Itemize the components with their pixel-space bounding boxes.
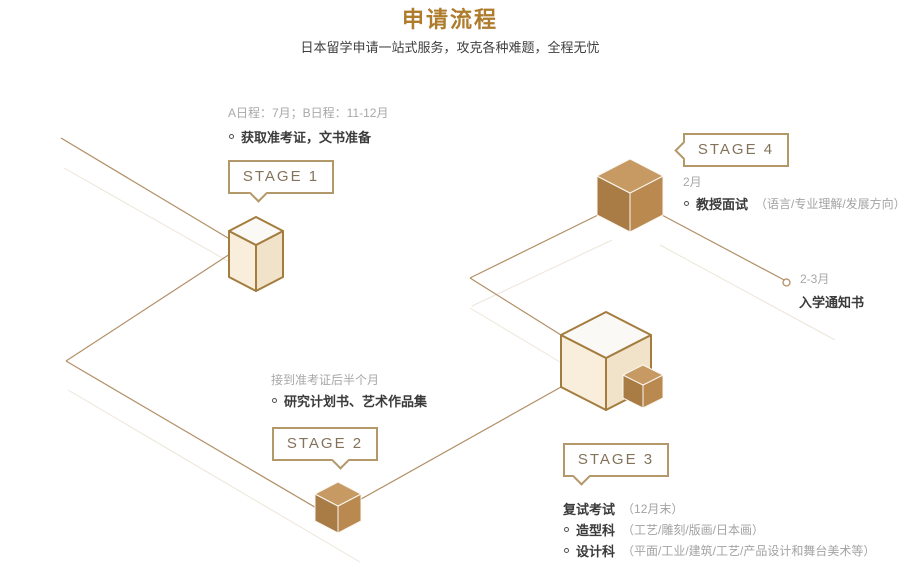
stage3-heading-note: （12月末） <box>622 502 684 516</box>
stage4-schedule: 2月 <box>683 175 702 189</box>
stage1-task: 获取准考证，文书准备 <box>229 127 371 146</box>
bullet-icon <box>564 548 569 553</box>
result-label: 入学通知书 <box>799 295 865 310</box>
stage4-badge: STAGE 4 <box>674 133 789 167</box>
stage3-item-2: 设计科 （平面/工业/建筑/工艺/产品设计和舞台美术等） <box>564 541 875 560</box>
flow-path-lines <box>60 137 787 517</box>
stage2-badge: STAGE 2 <box>272 427 378 470</box>
stage1-cube-icon <box>228 216 284 292</box>
stage2-task-label: 研究计划书、艺术作品集 <box>284 394 428 409</box>
bullet-icon <box>229 134 234 139</box>
stage3-badge-label: STAGE 3 <box>577 451 655 468</box>
bullet-icon <box>272 398 277 403</box>
stage3-badge: STAGE 3 <box>563 443 669 486</box>
stage4-task: 教授面试 （语言/专业理解/发展方向） <box>684 194 900 213</box>
stage3-heading-label: 复试考试 <box>563 502 616 517</box>
stage3-item-2-note: （平面/工业/建筑/工艺/产品设计和舞台美术等） <box>622 544 876 558</box>
stage1-badge-label: STAGE 1 <box>242 168 320 185</box>
stage2-cube-icon <box>314 481 362 534</box>
page-subtitle: 日本留学申请一站式服务，攻克各种难题，全程无忧 <box>300 40 600 55</box>
stage4-badge-label: STAGE 4 <box>697 141 775 158</box>
result-period: 2-3月 <box>800 272 830 286</box>
bullet-icon <box>564 527 569 532</box>
stage1-badge: STAGE 1 <box>228 160 334 203</box>
stage3-item-1-name: 造型科 <box>576 523 616 538</box>
stage2-schedule: 接到准考证后半个月 <box>271 373 380 387</box>
stage3-item-1-note: （工艺/雕刻/版画/日本画） <box>622 523 765 537</box>
bullet-icon <box>684 201 689 206</box>
stage2-task: 研究计划书、艺术作品集 <box>272 391 427 410</box>
stage4-cube-icon <box>596 158 664 233</box>
ghost-lines <box>63 167 836 563</box>
stage1-task-label: 获取准考证，文书准备 <box>241 130 372 145</box>
stage4-task-label: 教授面试 <box>696 197 749 212</box>
stage3-heading: 复试考试 （12月末） <box>563 499 683 518</box>
stage3-item-2-name: 设计科 <box>576 544 616 559</box>
stage1-schedule: A日程：7月；B日程：11-12月 <box>228 106 389 120</box>
stage3-item-1: 造型科 （工艺/雕刻/版画/日本画） <box>564 520 764 539</box>
stage2-badge-label: STAGE 2 <box>286 435 364 452</box>
stage4-task-note: （语言/专业理解/发展方向） <box>755 197 900 211</box>
endpoint-dot-icon <box>782 278 791 287</box>
stage3-small-cube-icon <box>622 364 664 409</box>
page-title: 申请流程 <box>401 7 498 32</box>
